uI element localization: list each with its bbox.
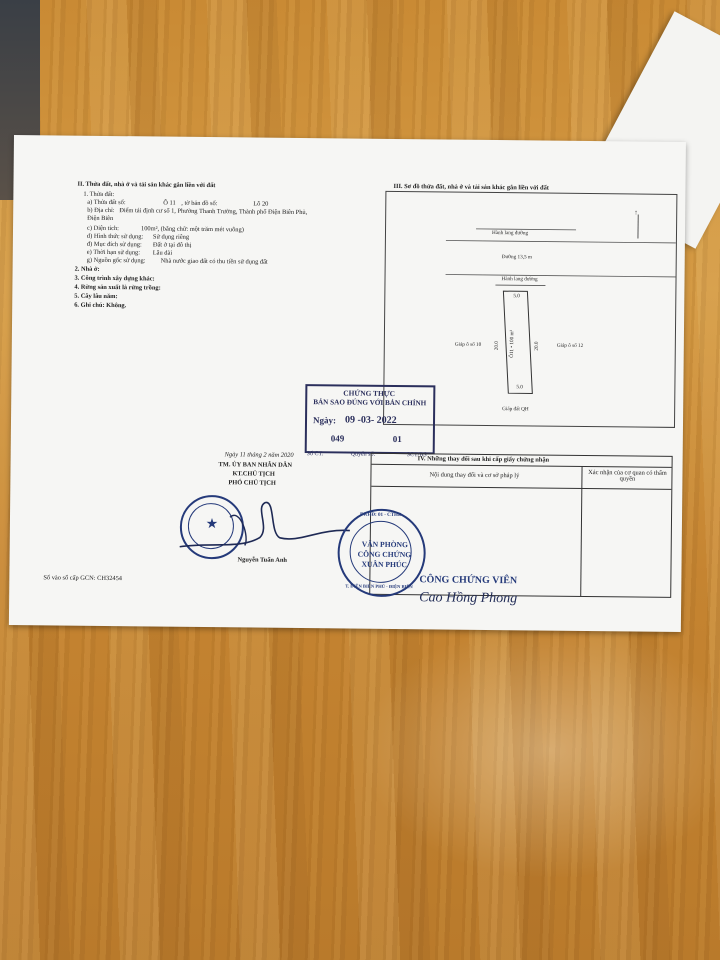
- seal-center-2: CÔNG CHỨNG: [357, 549, 412, 560]
- neighbor-right: Giáp ô số 12: [556, 342, 584, 349]
- issuer-org: TM. ỦY BAN NHÂN DÂN: [218, 461, 293, 469]
- map-sheet-label: , tờ bản đồ số:: [181, 199, 218, 208]
- item-3-construction: 3. Công trình xây dựng khác:: [74, 274, 155, 283]
- notary-title: CÔNG CHỨNG VIÊN: [419, 574, 518, 587]
- usage-form-value: Sử dụng riêng: [152, 233, 190, 241]
- item-5-perennial: 5. Cây lâu năm:: [74, 292, 118, 301]
- land-certificate-page: II. Thửa đất, nhà ở và tài sản khác gắn …: [8, 135, 686, 633]
- stamp-number: 049: [330, 433, 345, 444]
- neighbor-bottom: Giáp đất QH: [502, 406, 529, 413]
- stamp-so-ct: Số CT:: [306, 451, 324, 458]
- issuer-position-1: KT.CHỦ TỊCH: [232, 470, 275, 478]
- usage-term-label: e) Thời hạn sử dụng:: [86, 248, 141, 257]
- changes-col-content: Nội dung thay đổi và cơ sở pháp lý: [429, 471, 520, 480]
- issue-date-line: Ngày 11 tháng 2 năm 2020: [224, 451, 294, 459]
- road-label: Đường 13,5 m: [501, 254, 532, 261]
- seal-text-bottom: T. ĐIỆN BIÊN PHỦ - ĐIỆN BIÊN: [345, 583, 413, 590]
- dimension-right: 20.0: [533, 341, 540, 351]
- address-value-line2: Điện Biên: [87, 214, 114, 223]
- stamp-book: 01: [392, 433, 402, 445]
- usage-form-label: d) Hình thức sử dụng:: [86, 232, 144, 241]
- seal-center-3: XUÂN PHÚC: [361, 559, 407, 570]
- stamp-subtitle: BẢN SAO ĐÚNG VỚI BẢN CHÍNH: [313, 398, 427, 408]
- issuer-position-2: PHÓ CHỦ TỊCH: [228, 479, 276, 487]
- registry-number: Số vào sổ cấp GCN: CH32454: [43, 574, 123, 583]
- item-6-note: 6. Ghi chú: Không.: [74, 301, 127, 310]
- item-2-house: 2. Nhà ở:: [74, 265, 100, 273]
- notary-office-seal: ĐKHĐ: 01 - CTHD T. ĐIỆN BIÊN PHỦ - ĐIỆN …: [337, 508, 427, 598]
- usage-term-value: Lâu dài: [152, 249, 173, 257]
- section-iv-title: IV. Những thay đổi sau khi cấp giấy chứn…: [417, 455, 550, 464]
- address-value-line1: Điểm tái định cư số 1, Phường Thanh Trườ…: [119, 207, 308, 217]
- notary-name: Cao Hồng Phong: [419, 590, 518, 607]
- changes-col-confirmation: Xác nhận của cơ quan có thẩm quyền: [588, 469, 667, 483]
- lot-value: Lô 20: [253, 200, 269, 208]
- parcel-number-value: Ô 11: [163, 199, 176, 207]
- signer-name: Nguyễn Tuấn Anh: [237, 556, 287, 564]
- road-corridor-top: Hành lang đường: [491, 230, 529, 237]
- lot-label: Ô11 • 100 m²: [509, 329, 516, 358]
- stamp-date-value: 09 -03- 2022: [344, 414, 397, 427]
- road-corridor-bottom: Hành lang đường: [501, 276, 538, 283]
- dimension-bottom: 5.0: [516, 384, 523, 391]
- dimension-left: 20.0: [493, 341, 500, 351]
- usage-origin-value: Nhà nước giao đất có thu tiền sử dụng đấ…: [160, 257, 268, 266]
- item-4-forest: 4. Rừng sản xuất là rừng trồng:: [74, 283, 161, 292]
- dimension-top: 5.0: [513, 293, 520, 300]
- table-glare: [360, 620, 720, 880]
- stamp-title: CHỨNG THỰC: [343, 388, 396, 399]
- north-arrow-icon: ↑: [634, 208, 638, 217]
- area-label: c) Diện tích:: [86, 224, 120, 233]
- usage-purpose-label: đ) Mục đích sử dụng:: [86, 240, 142, 249]
- certification-stamp: CHỨNG THỰC BẢN SAO ĐÚNG VỚI BẢN CHÍNH Ng…: [304, 384, 436, 455]
- neighbor-left: Giáp ô số 10: [454, 341, 482, 348]
- address-label: b) Địa chỉ:: [87, 206, 115, 215]
- seal-text-top: ĐKHĐ: 01 - CTHD: [360, 512, 402, 519]
- section-ii-title: II. Thửa đất, nhà ở và tài sản khác gắn …: [77, 180, 216, 190]
- seal-center-1: VĂN PHÒNG: [361, 539, 408, 550]
- usage-origin-label: g) Nguồn gốc sử dụng:: [86, 256, 146, 265]
- item-1-label: 1. Thửa đất:: [83, 190, 115, 199]
- parcel-diagram: Hành lang đường Đường 13,5 m Hành lang đ…: [382, 190, 678, 428]
- stamp-date-label: Ngày:: [312, 415, 337, 426]
- official-signature: [179, 501, 350, 548]
- parcel-number-label: a) Thửa đất số:: [87, 198, 126, 207]
- usage-purpose-value: Đất ở tại đô thị: [152, 241, 192, 249]
